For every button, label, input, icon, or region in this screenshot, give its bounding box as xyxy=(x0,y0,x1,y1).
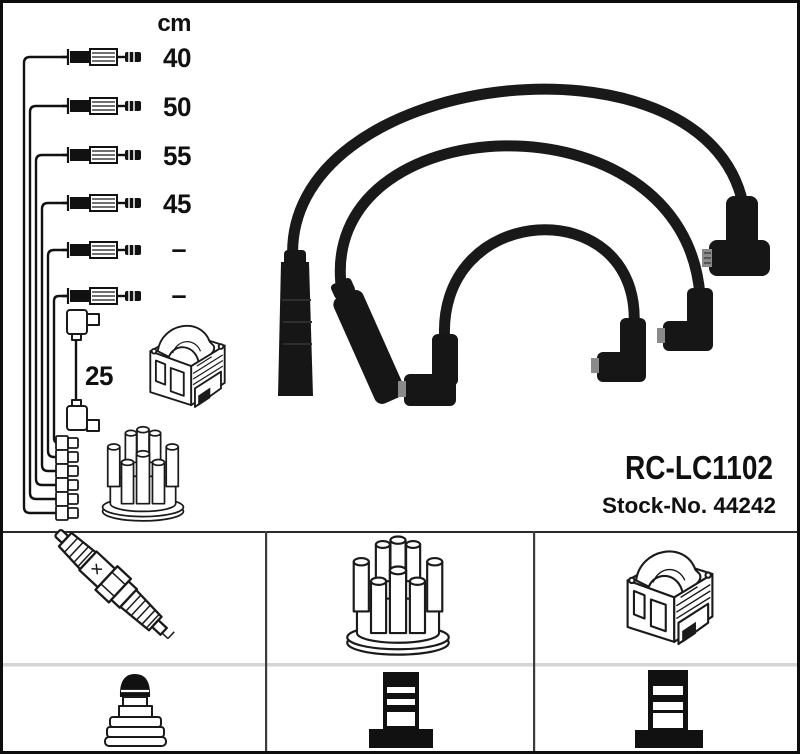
spark-plug-icon xyxy=(54,528,175,640)
unit-header: cm xyxy=(157,10,191,37)
plug-connector-row-icon xyxy=(60,145,143,165)
length-label-6: – xyxy=(171,280,186,310)
elbow-boot xyxy=(657,288,713,351)
terminal-icon xyxy=(55,449,79,465)
straight-boot xyxy=(278,250,313,396)
terminal-icon xyxy=(55,463,79,479)
length-label-2: 50 xyxy=(163,92,191,122)
elbow-boot xyxy=(398,334,458,406)
grid-col-divider xyxy=(265,531,268,751)
ignition-coil-icon xyxy=(626,550,714,646)
block-terminal-icon xyxy=(369,672,433,748)
terminal-icon xyxy=(55,505,79,521)
part-number: RC-LC1102 xyxy=(625,449,773,486)
plug-connector-row-icon xyxy=(60,286,143,306)
ignition-coil-icon xyxy=(149,324,226,408)
length-label-3: 55 xyxy=(163,141,191,171)
cable-inner xyxy=(439,224,640,350)
plug-terminal-icon xyxy=(104,674,167,747)
stock-number: Stock-No. 44242 xyxy=(602,493,776,518)
terminal-icon xyxy=(55,477,79,493)
cable-routing-wires xyxy=(22,55,68,515)
plug-connector-row-icon xyxy=(60,47,143,67)
ignition-cable-set-photo xyxy=(278,83,770,406)
cable-length-diagram: cm 40 50 55 45 – – xyxy=(22,10,226,522)
length-label-1: 40 xyxy=(163,43,191,73)
distributor-end-terminals xyxy=(55,435,79,521)
terminal-icon xyxy=(55,491,79,507)
plug-connector-row-icon xyxy=(60,240,143,260)
terminal-icon xyxy=(55,435,79,451)
elbow-boot xyxy=(702,196,770,276)
cable-middle xyxy=(334,140,706,302)
plug-connector-rows xyxy=(60,47,143,306)
angled-boot xyxy=(330,278,405,404)
distributor-cap-icon xyxy=(346,535,450,656)
coil-wire-length-label: 25 xyxy=(85,361,113,391)
grid-col-divider xyxy=(533,531,536,751)
grid-row-divider xyxy=(0,663,800,667)
coil-wire-icon xyxy=(66,309,100,432)
elbow-boot xyxy=(591,318,646,382)
block-terminal-icon xyxy=(635,670,703,748)
length-label-5: – xyxy=(171,234,186,264)
components-grid xyxy=(0,528,800,751)
plug-connector-row-icon xyxy=(60,96,143,116)
grid-top-border xyxy=(0,531,800,533)
length-label-4: 45 xyxy=(163,189,191,219)
distributor-cap-icon xyxy=(101,425,185,522)
cable-outer xyxy=(287,83,749,268)
plug-connector-row-icon xyxy=(60,193,143,213)
